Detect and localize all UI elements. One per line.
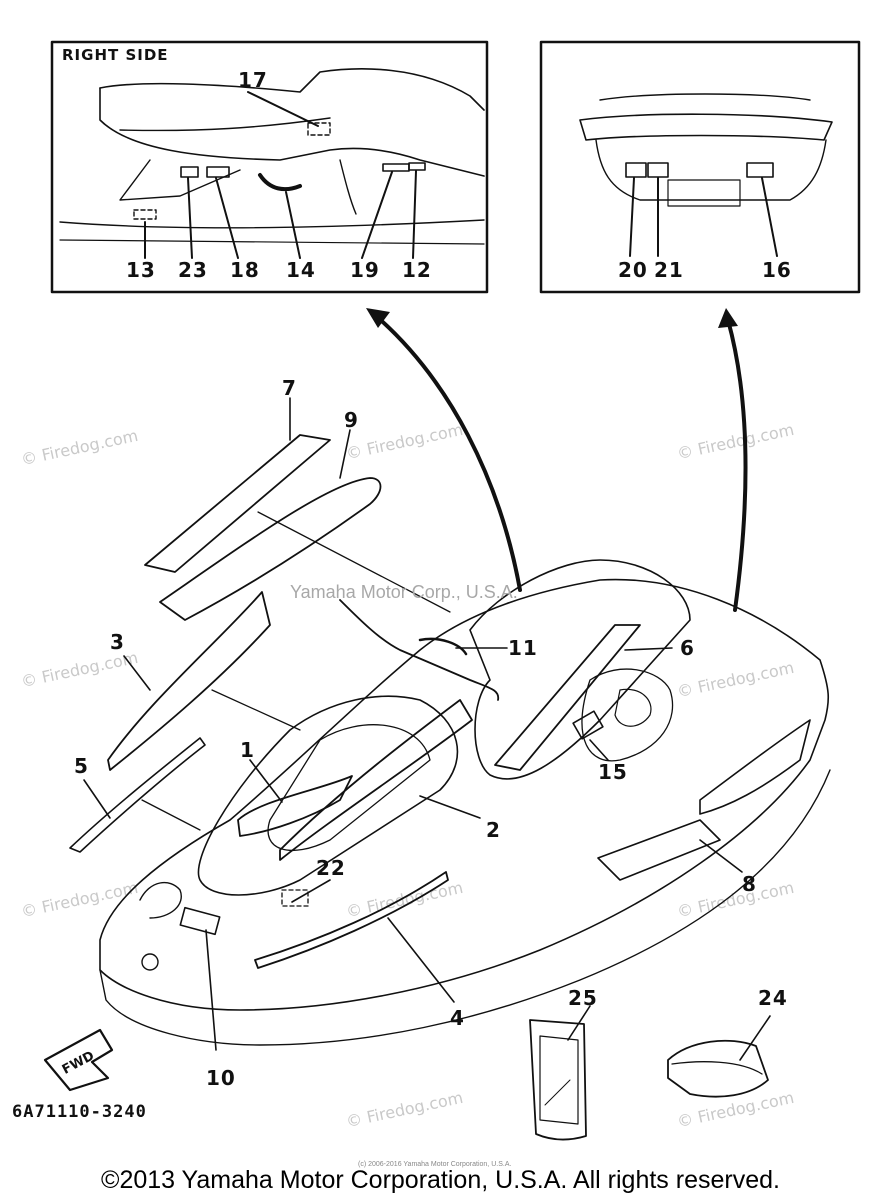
inset-right-side-frame xyxy=(50,40,489,294)
arrow-to-right-side xyxy=(373,313,522,592)
arrow-to-rear xyxy=(726,318,748,612)
callout-5: 5 xyxy=(74,754,89,778)
small-copyright: (c) 2006-2016 Yamaha Motor Corporation, … xyxy=(358,1161,512,1168)
decal-8 xyxy=(597,819,721,881)
callout-16: 16 xyxy=(762,258,792,282)
callout-6: 6 xyxy=(680,636,695,660)
callout-12: 12 xyxy=(402,258,432,282)
callout-20: 20 xyxy=(618,258,648,282)
decal-15 xyxy=(572,710,604,740)
handlebar xyxy=(339,599,500,701)
callout-10: 10 xyxy=(206,1066,236,1090)
fwd-label: FWD xyxy=(60,1048,97,1077)
callout-18: 18 xyxy=(230,258,260,282)
callout-21: 21 xyxy=(654,258,684,282)
decal-6 xyxy=(494,624,641,771)
callout-19: 19 xyxy=(350,258,380,282)
callout-14: 14 xyxy=(286,258,316,282)
inset-hull xyxy=(99,68,485,111)
callout-1: 1 xyxy=(240,738,255,762)
callout-13: 13 xyxy=(126,258,156,282)
center-watermark: Yamaha Motor Corp., U.S.A. xyxy=(290,582,518,602)
callout-7: 7 xyxy=(282,376,297,400)
copyright-notice: ©2013 Yamaha Motor Corporation, U.S.A. A… xyxy=(101,1166,780,1194)
decal-3 xyxy=(107,591,271,771)
decal-4 xyxy=(254,871,449,969)
part-25 xyxy=(529,1019,587,1141)
decal-2 xyxy=(279,699,473,861)
decal-1 xyxy=(237,775,353,837)
callout-3: 3 xyxy=(110,630,125,654)
decal-5 xyxy=(69,737,206,853)
callout-8: 8 xyxy=(742,872,757,896)
inset-rear-frame xyxy=(539,40,861,294)
callout-17: 17 xyxy=(238,68,268,92)
fwd-arrow xyxy=(43,1028,114,1092)
seat xyxy=(469,559,691,780)
part-24 xyxy=(667,1039,769,1098)
callout-9: 9 xyxy=(344,408,359,432)
callout-15: 15 xyxy=(598,760,628,784)
inset-title: RIGHT SIDE xyxy=(62,46,169,64)
decal-9 xyxy=(159,477,382,621)
callout-23: 23 xyxy=(178,258,208,282)
callout-25: 25 xyxy=(568,986,598,1010)
callout-11: 11 xyxy=(508,636,538,660)
callout-4: 4 xyxy=(450,1006,465,1030)
decal-10 xyxy=(179,906,221,936)
hull-outline xyxy=(99,578,830,1011)
diagram-part-number: 6A71110-3240 xyxy=(12,1102,147,1122)
decal-7 xyxy=(144,434,331,573)
callout-24: 24 xyxy=(758,986,788,1010)
callout-2: 2 xyxy=(486,818,501,842)
callout-22: 22 xyxy=(316,856,346,880)
